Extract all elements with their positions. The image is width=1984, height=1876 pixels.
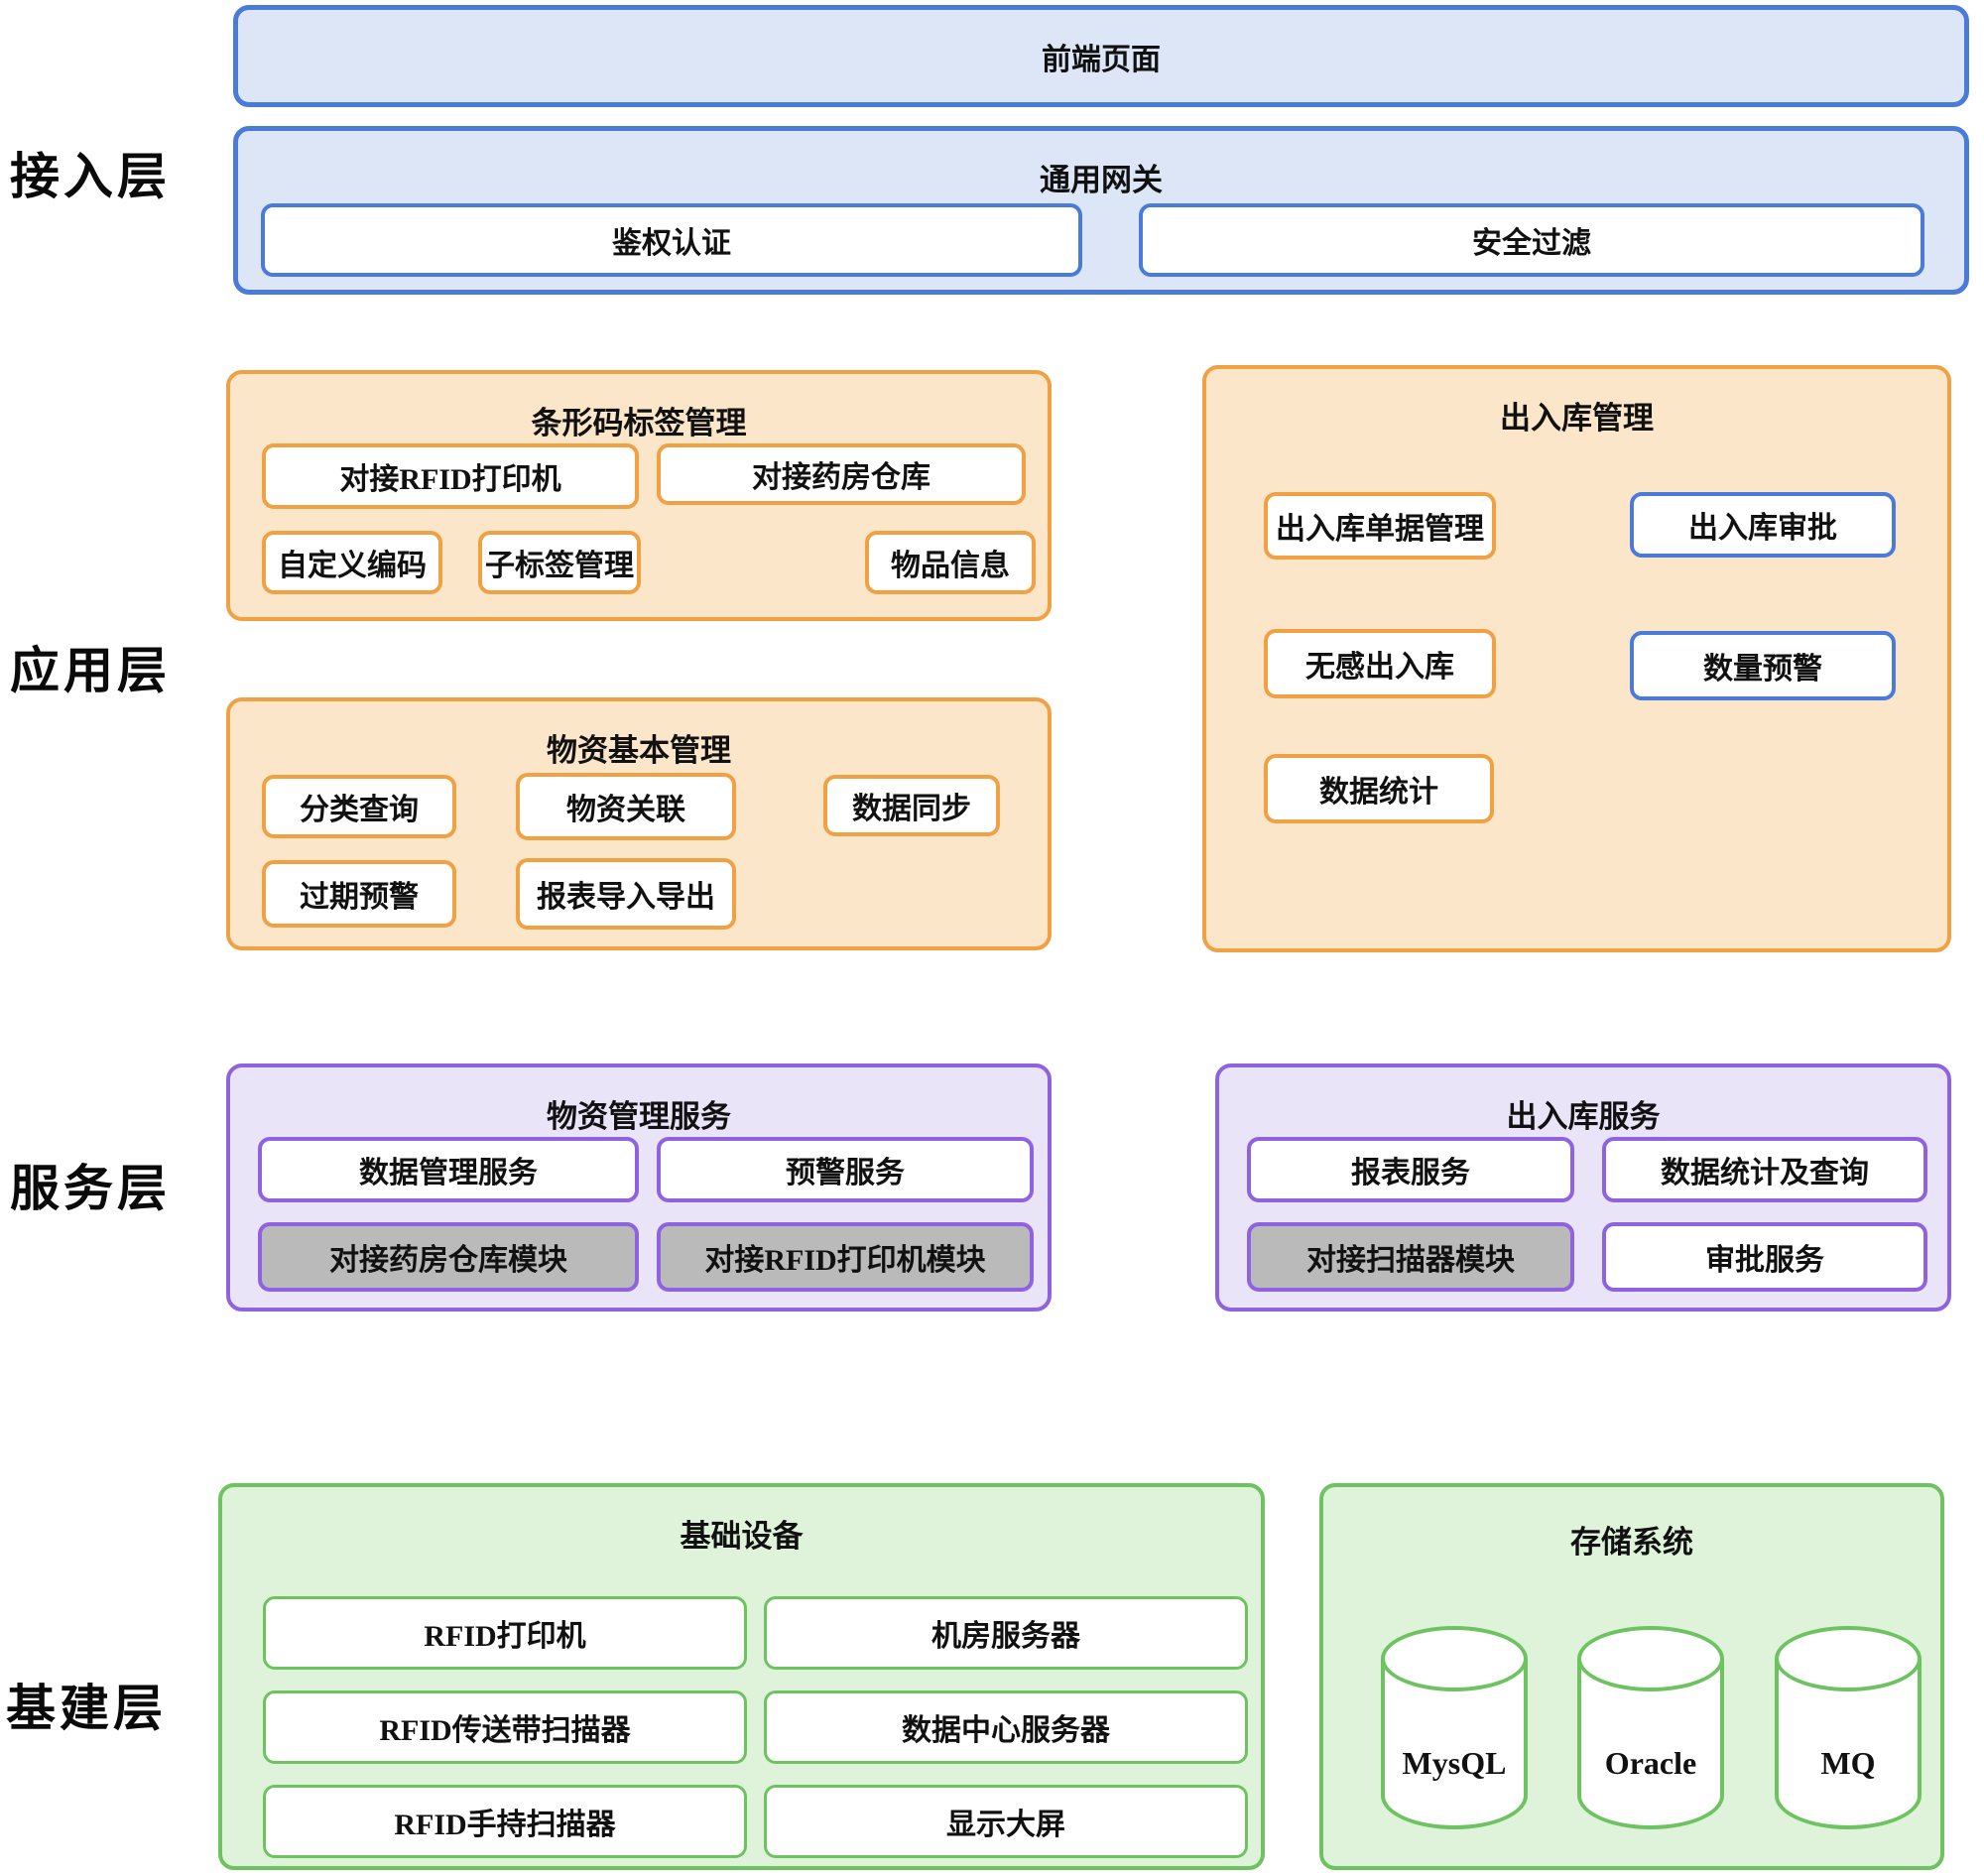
material-service-group: 物资管理服务 数据管理服务 预警服务 对接药房仓库模块 对接RFID打印机模块 (226, 1063, 1052, 1312)
layer-label-infra: 基建层 (6, 1681, 167, 1736)
equipment-group: 基础设备 RFID打印机 机房服务器 RFID传送带扫描器 数据中心服务器 RF… (218, 1483, 1265, 1870)
storage-title: 存储系统 (1570, 1525, 1693, 1560)
inout-approval-box: 出入库审批 (1630, 492, 1896, 558)
material-relation-box: 物资关联 (516, 773, 736, 840)
material-title: 物资基本管理 (547, 733, 731, 768)
category-query-box: 分类查询 (262, 775, 456, 838)
mq-database-cylinder-icon: MQ (1775, 1626, 1922, 1829)
cylinder-top-ellipse (1577, 1626, 1724, 1691)
equipment-title: 基础设备 (680, 1519, 804, 1554)
inout-service-title: 出入库服务 (1506, 1099, 1661, 1134)
rfid-printer-box: RFID打印机 (263, 1596, 747, 1670)
stats-query-service-box: 数据统计及查询 (1602, 1137, 1927, 1202)
mysql-label: MysQL (1402, 1745, 1507, 1781)
gateway-title: 通用网关 (1040, 163, 1163, 197)
rfid-hand-scanner-box: RFID手持扫描器 (263, 1785, 747, 1858)
scanner-module-box: 对接扫描器模块 (1247, 1222, 1574, 1292)
layer-label-service: 服务层 (10, 1161, 171, 1216)
inout-service-group: 出入库服务 报表服务 数据统计及查询 对接扫描器模块 审批服务 (1215, 1063, 1951, 1312)
frontend-page-box: 前端页面 (233, 5, 1969, 107)
material-service-title: 物资管理服务 (547, 1099, 731, 1134)
rfid-belt-scanner-box: RFID传送带扫描器 (263, 1690, 747, 1764)
cylinder-top-ellipse (1775, 1626, 1922, 1691)
datacenter-server-box: 数据中心服务器 (764, 1690, 1248, 1764)
mq-label: MQ (1820, 1745, 1876, 1781)
item-info-box: 物品信息 (865, 531, 1036, 594)
seamless-inout-box: 无感出入库 (1264, 629, 1496, 698)
expiry-warning-box: 过期预警 (262, 860, 456, 928)
barcode-title: 条形码标签管理 (531, 406, 747, 440)
inout-doc-mgmt-box: 出入库单据管理 (1264, 492, 1496, 560)
data-mgmt-service-box: 数据管理服务 (258, 1137, 639, 1202)
pharmacy-warehouse-dock-box: 对接药房仓库 (657, 443, 1026, 505)
oracle-label: Oracle (1604, 1745, 1697, 1781)
report-service-box: 报表服务 (1247, 1137, 1574, 1202)
data-sync-box: 数据同步 (823, 775, 1000, 836)
cylinder-top-ellipse (1381, 1626, 1528, 1691)
filter-box: 安全过滤 (1139, 203, 1924, 277)
layer-label-application: 应用层 (10, 643, 171, 698)
quantity-warning-box: 数量预警 (1630, 631, 1896, 700)
rfid-printer-module-box: 对接RFID打印机模块 (657, 1222, 1034, 1292)
barcode-group: 条形码标签管理 对接RFID打印机 对接药房仓库 自定义编码 子标签管理 物品信… (226, 370, 1052, 621)
approval-service-box: 审批服务 (1602, 1222, 1927, 1292)
inout-title: 出入库管理 (1500, 401, 1654, 436)
custom-code-box: 自定义编码 (262, 531, 442, 594)
pharmacy-module-box: 对接药房仓库模块 (258, 1222, 639, 1292)
rfid-printer-dock-box: 对接RFID打印机 (262, 443, 639, 509)
mysql-database-cylinder-icon: MysQL (1381, 1626, 1528, 1829)
big-screen-box: 显示大屏 (764, 1785, 1248, 1858)
oracle-database-cylinder-icon: Oracle (1577, 1626, 1724, 1829)
gateway-group: 通用网关 鉴权认证 安全过滤 (233, 126, 1969, 295)
material-group: 物资基本管理 分类查询 物资关联 数据同步 过期预警 报表导入导出 (226, 697, 1052, 950)
sub-label-box: 子标签管理 (478, 531, 641, 594)
warning-service-box: 预警服务 (657, 1137, 1034, 1202)
inout-group: 出入库管理 出入库单据管理 出入库审批 无感出入库 数量预警 数据统计 (1202, 365, 1951, 952)
server-room-box: 机房服务器 (764, 1596, 1248, 1670)
auth-box: 鉴权认证 (261, 203, 1082, 277)
data-stats-box: 数据统计 (1264, 754, 1494, 823)
layer-label-access: 接入层 (10, 149, 171, 204)
report-import-export-box: 报表导入导出 (516, 858, 736, 930)
storage-group: 存储系统 MysQL Oracle MQ (1319, 1483, 1944, 1870)
